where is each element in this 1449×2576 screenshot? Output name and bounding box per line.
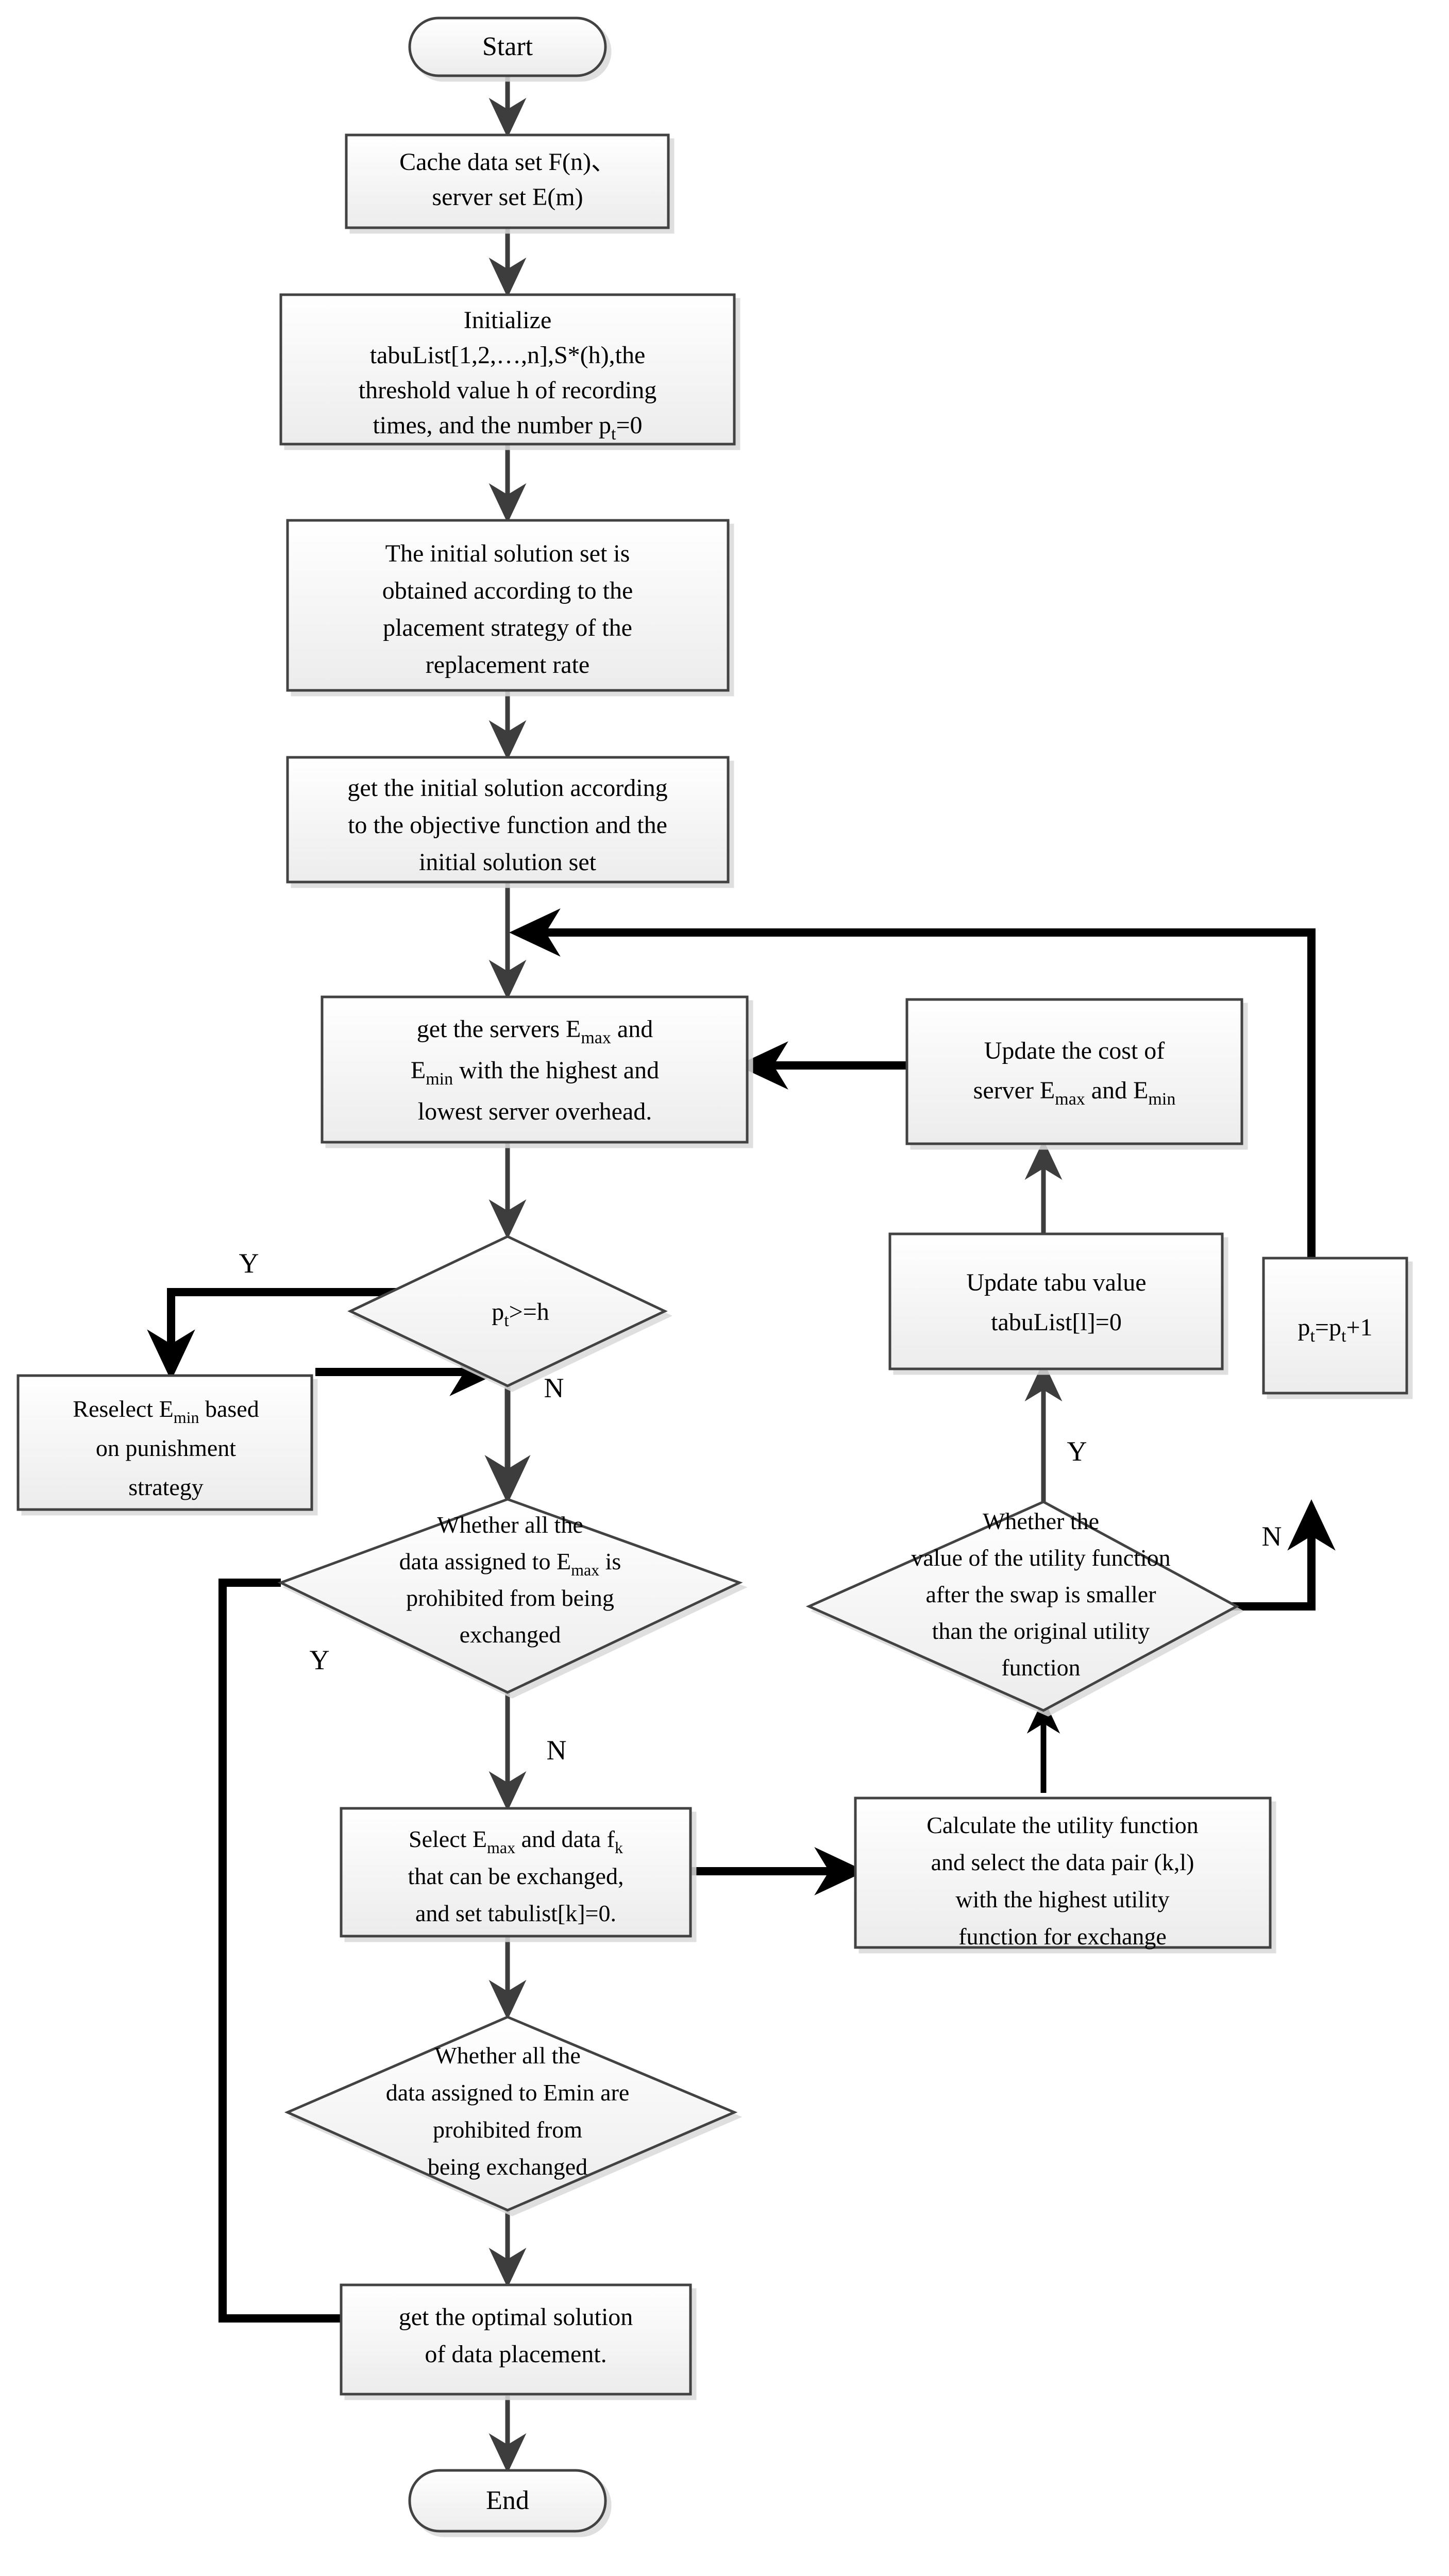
svg-text:placement strategy of the: placement strategy of the: [383, 614, 632, 641]
node-selectemax-text: Select Emax and data fk: [409, 1826, 623, 1857]
node-selectemax[interactable]: Select Emax and data fk that can be exch…: [340, 1807, 692, 1938]
edge-utilcheck-ptplus1: [1232, 1499, 1336, 1611]
svg-text:tabuList[1,2,…,n],S*(h),the: tabuList[1,2,…,n],S*(h),the: [370, 342, 646, 369]
node-init[interactable]: Initialize tabuList[1,2,…,n],S*(h),the t…: [279, 293, 736, 446]
edge-label-ptgeh-no: N: [544, 1372, 564, 1403]
svg-text:that can be exchanged,: that can be exchanged,: [408, 1863, 624, 1889]
edge-emaxcheck-optimal: [218, 1579, 474, 2343]
svg-text:tabuList[l]=0: tabuList[l]=0: [991, 1309, 1122, 1336]
node-reselect[interactable]: Reselect Emin based on punishment strate…: [16, 1374, 313, 1511]
svg-text:being exchanged: being exchanged: [428, 2154, 587, 2180]
node-cache-text: Cache data set F(n)、: [399, 148, 616, 176]
svg-text:times, and the number pt=0: times, and the number pt=0: [373, 412, 642, 444]
node-getservers-text: get the servers Emax and: [417, 1015, 653, 1047]
svg-text:after the swap is smaller: after the swap is smaller: [925, 1581, 1156, 1607]
edge-ptplus1-trunk: [509, 908, 1316, 1394]
node-start[interactable]: Start: [408, 16, 607, 77]
node-calcutil[interactable]: Calculate the utility function and selec…: [854, 1797, 1272, 1950]
node-getservers[interactable]: get the servers Emax and Emin with the h…: [321, 995, 749, 1144]
svg-text:value of the utility function: value of the utility function: [911, 1545, 1170, 1571]
node-end[interactable]: End: [408, 2469, 607, 2533]
edge-label-emax-yes: Y: [310, 1645, 330, 1675]
node-optimal-text: get the optimal solution: [399, 2303, 633, 2331]
node-end-text: End: [486, 2486, 529, 2515]
node-updatetabu[interactable]: Update tabu value tabuList[l]=0: [888, 1232, 1224, 1370]
node-optimal[interactable]: get the optimal solution of data placeme…: [340, 2283, 692, 2396]
svg-text:threshold value h of recording: threshold value h of recording: [359, 377, 656, 404]
node-ptgeh[interactable]: pt>=h: [347, 1235, 668, 1387]
node-updatetabu-text: Update tabu value: [966, 1269, 1146, 1296]
node-emincheck-text: Whether all the: [434, 2042, 581, 2069]
svg-text:server set E(m): server set E(m): [432, 183, 583, 211]
edge-ptgeh-reselect: [147, 1288, 433, 1381]
svg-text:prohibited from: prohibited from: [433, 2116, 582, 2143]
svg-text:prohibited from being: prohibited from being: [406, 1585, 614, 1611]
svg-text:replacement rate: replacement rate: [426, 651, 589, 679]
svg-text:Emin with the highest and: Emin with the highest and: [411, 1057, 659, 1089]
node-updatecost-text: Update the cost of: [984, 1037, 1165, 1064]
edge-label-emax-no: N: [547, 1735, 567, 1766]
edge-label-layer: Y N Y N Y N: [239, 1248, 1282, 1766]
svg-text:server Emax and Emin: server Emax and Emin: [973, 1077, 1176, 1109]
node-utilcheck[interactable]: Whether the value of the utility functio…: [805, 1500, 1240, 1712]
node-init-text: Initialize: [464, 307, 552, 334]
svg-text:lowest server overhead.: lowest server overhead.: [418, 1098, 652, 1125]
svg-text:with the highest utility: with the highest utility: [955, 1886, 1169, 1912]
edge-label-util-yes: Y: [1067, 1436, 1087, 1467]
svg-text:data assigned to Emin are: data assigned to Emin are: [386, 2079, 630, 2106]
svg-text:function: function: [1001, 1654, 1080, 1681]
svg-text:strategy: strategy: [128, 1474, 204, 1500]
svg-text:obtained according to the: obtained according to the: [382, 577, 633, 604]
svg-text:exchanged: exchanged: [460, 1621, 561, 1648]
node-ptgeh-text: pt>=h: [492, 1298, 549, 1330]
node-start-text: Start: [482, 32, 533, 61]
node-initsolset-text: The initial solution set is: [385, 540, 630, 567]
edge-label-ptgeh-yes: Y: [239, 1248, 259, 1279]
node-initsolset[interactable]: The initial solution set is obtained acc…: [286, 519, 730, 692]
node-ptplus1-text: pt=pt+1: [1298, 1314, 1372, 1346]
svg-text:function for exchange: function for exchange: [958, 1923, 1167, 1950]
svg-text:and select the data pair (k,l): and select the data pair (k,l): [931, 1849, 1194, 1875]
node-reselect-text: Reselect Emin based: [73, 1396, 259, 1427]
svg-text:on punishment: on punishment: [96, 1435, 236, 1461]
node-cache[interactable]: Cache data set F(n)、 server set E(m): [345, 133, 670, 229]
node-initsol[interactable]: get the initial solution according to th…: [286, 756, 730, 884]
svg-text:initial solution set: initial solution set: [419, 849, 597, 876]
node-emaxcheck[interactable]: Whether all the data assigned to Emax is…: [277, 1498, 743, 1694]
node-initsol-text: get the initial solution according: [347, 774, 667, 802]
svg-text:data assigned to Emax is: data assigned to Emax is: [399, 1548, 621, 1579]
edge-label-util-no: N: [1262, 1521, 1282, 1552]
svg-text:of data placement.: of data placement.: [425, 2341, 606, 2368]
svg-text:and set tabulist[k]=0.: and set tabulist[k]=0.: [415, 1900, 616, 1926]
node-emincheck[interactable]: Whether all the data assigned to Emin ar…: [284, 2015, 738, 2212]
node-updatecost[interactable]: Update the cost of server Emax and Emin: [905, 998, 1243, 1145]
svg-text:to the objective function and: to the objective function and the: [348, 811, 667, 839]
node-ptplus1[interactable]: pt=pt+1: [1262, 1257, 1408, 1395]
svg-text:than the original utility: than the original utility: [932, 1618, 1150, 1644]
shape-layer: Start Cache data set F(n)、 server set E(…: [16, 16, 1408, 2533]
node-calcutil-text: Calculate the utility function: [926, 1812, 1199, 1838]
node-emaxcheck-text: Whether all the: [437, 1512, 583, 1538]
node-utilcheck-text: Whether the: [983, 1508, 1099, 1534]
